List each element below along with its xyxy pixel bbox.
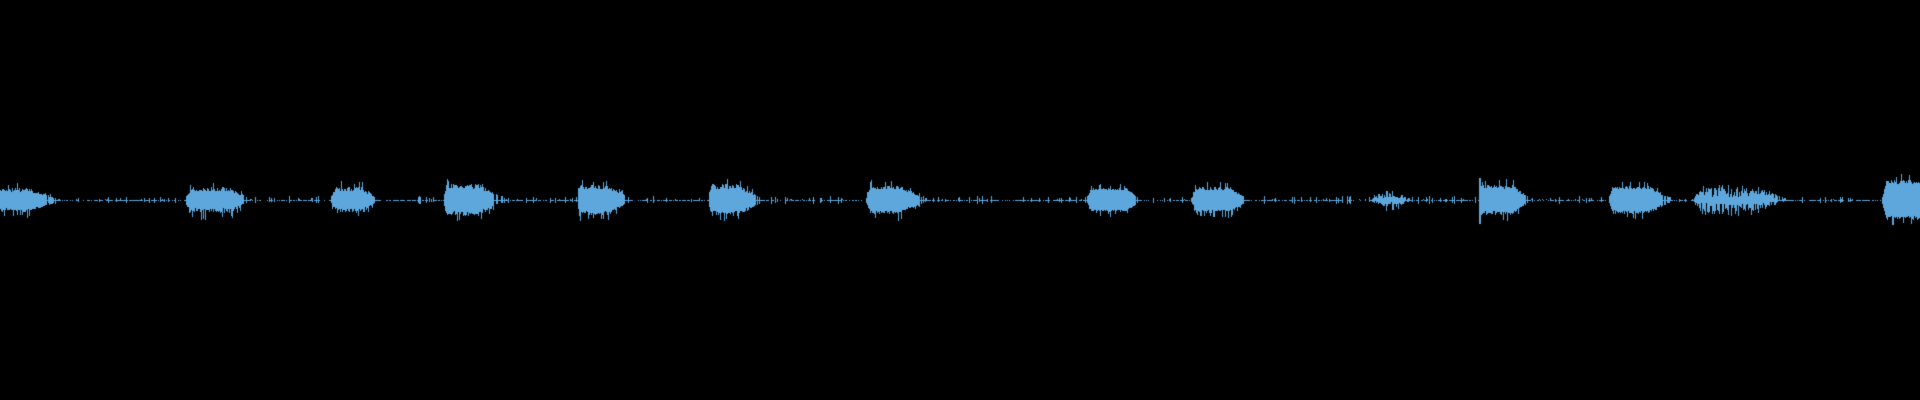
audio-waveform-canvas[interactable] (0, 0, 1920, 400)
waveform-screen (0, 0, 1920, 400)
